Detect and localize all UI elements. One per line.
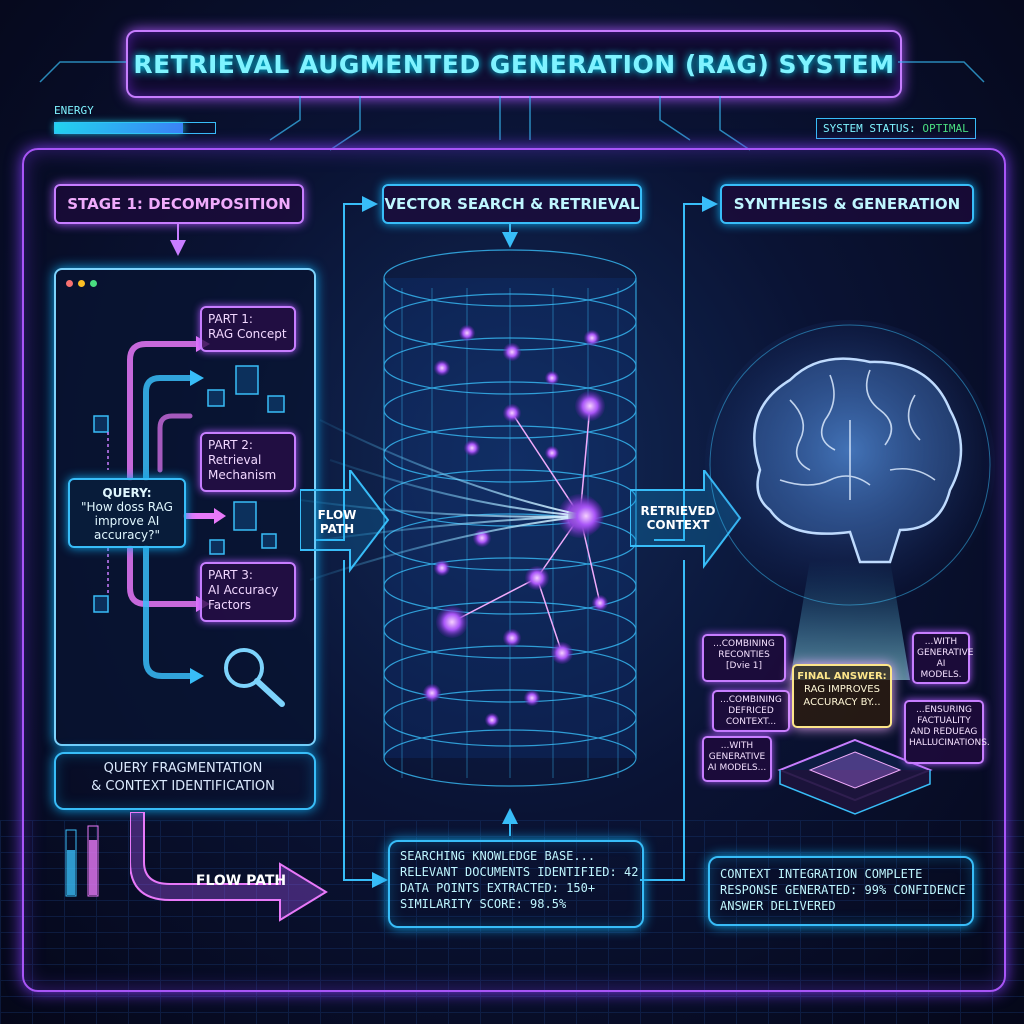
title-frame: RETRIEVAL AUGMENTED GENERATION (RAG) SYS… (126, 30, 902, 98)
generation-log: CONTEXT INTEGRATION COMPLETE RESPONSE GE… (720, 866, 966, 914)
outer-frame (22, 148, 1006, 992)
vector-node (434, 360, 450, 376)
vector-node (545, 371, 559, 385)
query-text: "How doss RAG improve AI accuracy?" (81, 500, 173, 542)
retrieval-log-line: SIMILARITY SCORE: 98.5% (400, 897, 567, 911)
energy-bar (54, 122, 216, 134)
synthesis-bubble-2: ...COMBINING DEFRICED CONTEXT... (712, 690, 790, 732)
generation-log-line: RESPONSE GENERATED: 99% CONFIDENCE (720, 883, 966, 897)
vector-node (525, 566, 549, 590)
retrieval-log-panel (388, 840, 644, 928)
flow-path-label-2-line-1: FLOW (317, 508, 357, 522)
retrieved-context-label: RETRIEVED CONTEXT (638, 504, 718, 532)
retrieved-context-line-1: RETRIEVED (640, 504, 716, 518)
system-status-label: SYSTEM STATUS: (823, 122, 916, 135)
stage-1-label: STAGE 1: DECOMPOSITION (54, 184, 304, 224)
vector-node (503, 343, 521, 361)
retrieved-context-line-2: CONTEXT (646, 518, 710, 532)
vector-node (503, 629, 521, 647)
system-status-value: OPTIMAL (922, 122, 969, 135)
vector-node (545, 446, 559, 460)
vector-node (434, 560, 450, 576)
part-2-text: Retrieval Mechanism (208, 453, 277, 482)
synthesis-bubble-1: ...COMBINING RECONTIES [Dvie 1] (702, 634, 786, 682)
part-1-title: PART 1: (208, 312, 253, 326)
vector-node (584, 330, 600, 346)
vector-node (423, 684, 441, 702)
caption-line-2: & CONTEXT IDENTIFICATION (91, 779, 275, 794)
fragmentation-caption-panel (54, 752, 316, 810)
part-1-text: RAG Concept (208, 327, 287, 341)
circuit-lines-top (39, 61, 985, 151)
vector-node (551, 642, 573, 664)
vector-node (436, 606, 468, 638)
vector-node (524, 690, 540, 706)
generation-log-line: CONTEXT INTEGRATION COMPLETE (720, 867, 923, 881)
query-title: QUERY: (102, 486, 152, 500)
generation-log-panel (708, 856, 974, 926)
caption-line-1: QUERY FRAGMENTATION (103, 761, 263, 776)
energy-bar-fill (55, 123, 183, 133)
flow-path-label-2-line-2: PATH (319, 522, 355, 536)
synthesis-bubble-3: ...WITH GENERATIVE AI MODELS... (702, 736, 772, 782)
stage-2-label: VECTOR SEARCH & RETRIEVAL (382, 184, 642, 224)
flow-path-label-1: FLOW PATH (195, 873, 287, 889)
part-1-box: PART 1: RAG Concept (200, 306, 296, 352)
window-dot-red (66, 280, 73, 287)
brain-hologram (705, 320, 995, 680)
part-3-text: AI Accuracy Factors (208, 583, 279, 612)
vector-node (459, 325, 475, 341)
energy-label: ENERGY (54, 104, 94, 117)
part-2-title: PART 2: (208, 438, 253, 452)
part-3-title: PART 3: (208, 568, 253, 582)
system-status: SYSTEM STATUS: OPTIMAL (816, 118, 976, 139)
retrieval-log-line: DATA POINTS EXTRACTED: 150+ (400, 881, 596, 895)
vector-link (536, 577, 563, 654)
window-dot-yellow (78, 280, 85, 287)
vector-node (575, 391, 605, 421)
fragmentation-caption: QUERY FRAGMENTATION & CONTEXT IDENTIFICA… (54, 760, 312, 796)
vector-node (485, 713, 499, 727)
retrieval-log-line: SEARCHING KNOWLEDGE BASE... (400, 849, 596, 863)
final-answer-title: FINAL ANSWER: (797, 671, 887, 682)
part-2-box: PART 2: Retrieval Mechanism (200, 432, 296, 492)
synthesis-bubble-4: ...WITH GENERATIVE AI MODELS. (912, 632, 973, 684)
flow-path-arrow (130, 812, 328, 922)
final-answer-text: RAG IMPROVES ACCURACY BY... (803, 684, 881, 708)
equalizer-bars (65, 825, 99, 897)
query-box: QUERY: "How doss RAG improve AI accuracy… (68, 478, 186, 548)
retrieval-log-line: RELEVANT DOCUMENTS IDENTIFIED: 42 (400, 865, 639, 879)
data-beam (300, 419, 604, 581)
vector-node (464, 440, 480, 456)
stage-3-label: SYNTHESIS & GENERATION (720, 184, 974, 224)
retrieval-log: SEARCHING KNOWLEDGE BASE... RELEVANT DOC… (400, 848, 638, 912)
vector-node (592, 595, 608, 611)
processor-chip (777, 738, 933, 815)
flow-path-label-2: FLOW PATH (312, 508, 362, 536)
page-title: RETRIEVAL AUGMENTED GENERATION (RAG) SYS… (133, 49, 895, 79)
vector-node (503, 404, 521, 422)
window-dot-green (90, 280, 97, 287)
generation-log-line: ANSWER DELIVERED (720, 899, 836, 913)
flow-path-arrow-2 (300, 470, 390, 573)
synthesis-bubble-5: ...ENSURING FACTUALITY AND REDUEAG HALLU… (904, 700, 990, 764)
final-answer-box: FINAL ANSWER: RAG IMPROVES ACCURACY BY..… (792, 664, 892, 728)
part-3-box: PART 3: AI Accuracy Factors (200, 562, 296, 622)
